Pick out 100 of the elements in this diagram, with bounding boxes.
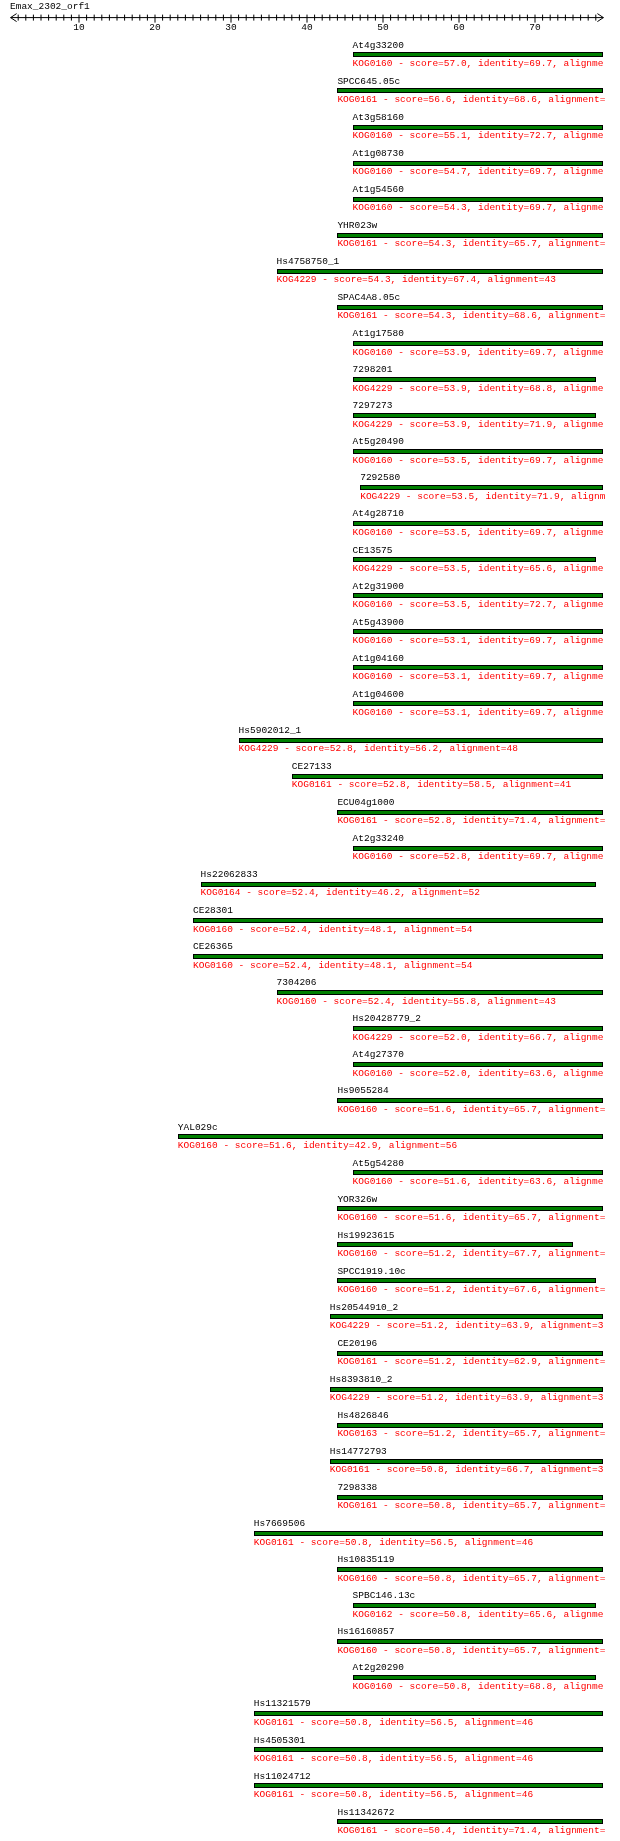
hit-description: KOG0160 - score=52.0, identity=63.6, alignme [352,1067,604,1079]
hit-name: At4g33200 [352,39,404,51]
hit-name: Hs20428779_2 [352,1013,421,1025]
hit-description: KOG0161 - score=50.8, identity=56.5, alignment=46 [253,1752,534,1764]
hit-description: KOG0161 - score=54.3, identity=65.7, alignment= [337,238,606,250]
hit-name: At2g33240 [352,833,404,844]
hit-description: KOG0160 - score=51.6, identity=63.6, alignme [352,1175,604,1187]
hit-name: Hs4826846 [337,1409,389,1421]
hit-name: Hs14772793 [329,1446,387,1458]
tick-label: 70 [529,22,541,33]
hit-description: KOG0160 - score=53.1, identity=69.7, alignme [352,707,604,719]
hit-description: KOG0160 - score=51.2, identity=67.7, alignment= [337,1248,606,1260]
tick-label: 50 [377,22,389,33]
hit-name: 7292580 [360,472,401,484]
hit-name: Hs7669506 [253,1518,306,1530]
hit-name: At1g54560 [352,183,404,195]
hit-description: KOG0161 - score=50.8, identity=56.5, alignment=46 [253,1716,534,1728]
hit-description: KOG0160 - score=52.4, identity=55.8, alignment=43 [276,995,556,1007]
hit-description: KOG4229 - score=52.8, identity=56.2, alignment=48 [238,743,518,755]
hit-name: YAL029c [177,1121,218,1133]
hit-description: KOG0160 - score=54.7, identity=69.7, alignme [352,166,604,178]
hit-description: KOG4229 - score=52.0, identity=66.7, alignme [352,1031,604,1043]
hit-description: KOG0164 - score=52.4, identity=46.2, alignment=52 [200,887,480,899]
hit-description: KOG4229 - score=53.5, identity=71.9, alignm [360,490,606,502]
tick-label: 30 [225,22,237,33]
hit-description: KOG4229 - score=54.3, identity=67.4, alignment=43 [276,274,556,286]
hit-description: KOG0160 - score=53.5, identity=69.7, alignme [352,526,604,538]
hit-name: 7298338 [337,1482,378,1494]
hit-name: CE26365 [193,941,233,953]
hit-name: At5g20490 [352,436,404,448]
hit-description: KOG0161 - score=50.4, identity=71.4, alignment= [337,1825,606,1836]
hit-description: KOG0160 - score=52.4, identity=48.1, alignment=54 [193,923,473,935]
hit-description: KOG4229 - score=51.2, identity=63.9, alignment=3 [329,1392,604,1404]
hit-name: Hs10835119 [337,1554,395,1566]
hit-description: KOG0160 - score=53.1, identity=69.7, alignme [352,671,604,683]
hit-description: KOG0160 - score=57.0, identity=69.7, alignme [352,58,604,70]
hit-description: KOG0161 - score=50.8, identity=66.7, alignment=3 [329,1464,604,1476]
hit-description: KOG4229 - score=53.5, identity=65.6, alignme [352,562,604,574]
hit-description: KOG0161 - score=56.6, identity=68.6, alignment= [337,94,606,106]
tick-label: 60 [453,22,465,33]
hit-name: ECU04g1000 [337,796,395,808]
hit-name: 7298201 [352,364,393,376]
hit-name: 7297273 [352,400,393,412]
tick-label: 20 [149,22,161,33]
hit-description: KOG0160 - score=54.3, identity=69.7, alignme [352,202,604,214]
hit-name: Hs4505301 [253,1734,306,1746]
hit-name: CE20196 [337,1337,378,1349]
hit-description: KOG0160 - score=53.5, identity=72.7, alignme [352,598,604,610]
hit-name: Hs16160857 [337,1626,395,1638]
hit-description: KOG0160 - score=55.1, identity=72.7, alignme [352,130,604,142]
hit-description: KOG0160 - score=52.8, identity=69.7, alignme [352,851,604,863]
hit-description: KOG4229 - score=53.9, identity=68.8, alignme [352,382,604,394]
hit-name: Hs11342672 [337,1806,395,1818]
hit-description: KOG0160 - score=53.9, identity=69.7, alignme [352,346,604,358]
hit-name: At4g28710 [352,508,404,520]
hit-name: At2g20290 [352,1662,404,1674]
hit-description: KOG0161 - score=50.8, identity=56.5, alignment=46 [253,1536,534,1548]
hit-description: KOG0161 - score=54.3, identity=68.6, alignment= [337,310,606,322]
hit-description: KOG0161 - score=50.8, identity=56.5, alignment=46 [253,1788,534,1800]
hit-name: SPBC146.13c [352,1590,416,1602]
hit-description: KOG0161 - score=50.8, identity=65.7, alignment= [337,1500,606,1512]
hit-name: YHR023w [337,220,378,231]
hit-name: Hs22062833 [200,869,258,881]
hit-name: CE13575 [352,544,393,556]
hit-description: KOG0160 - score=51.6, identity=65.7, alignment= [337,1103,606,1115]
hit-description: KOG0160 - score=50.8, identity=65.7, alignment= [337,1644,606,1656]
hit-description: KOG4229 - score=51.2, identity=63.9, alignment=3 [329,1320,604,1332]
hit-description: KOG0162 - score=50.8, identity=65.6, alignme [352,1608,604,1620]
hit-name: At1g04600 [352,688,404,700]
hit-name: SPAC4A8.05c [337,292,401,304]
hit-name: Hs11321579 [253,1698,311,1710]
hit-name: SPCC645.05c [337,75,401,87]
hit-name: Hs8393810_2 [329,1373,393,1385]
hit-name: At5g43900 [352,616,404,628]
hit-name: SPCC1919.10c [337,1265,406,1277]
hit-name: At2g31900 [352,580,404,592]
hit-description: KOG0160 - score=50.8, identity=65.7, alignment= [337,1572,606,1584]
hit-description: KOG0161 - score=52.8, identity=58.5, alignment=41 [291,779,572,791]
hit-name: Hs5902012_1 [238,724,302,736]
hit-description: KOG0163 - score=51.2, identity=65.7, alignment= [337,1428,606,1440]
hit-description: KOG0160 - score=53.5, identity=69.7, alignme [352,454,604,466]
hit-description: KOG0160 - score=51.6, identity=42.9, alignment=56 [177,1139,458,1151]
hit-name: At4g27370 [352,1049,404,1061]
hit-description: KOG0161 - score=52.8, identity=71.4, alignment= [337,815,606,827]
hit-description: KOG0160 - score=52.4, identity=48.1, alignment=54 [193,959,473,971]
hit-description: KOG4229 - score=53.9, identity=71.9, alignme [352,418,604,430]
hit-description: KOG0160 - score=53.1, identity=69.7, alignme [352,635,604,647]
hit-name: At1g17580 [352,328,404,340]
hit-name: CE28301 [193,905,233,917]
hit-description: KOG0161 - score=51.2, identity=62.9, alignment= [337,1356,606,1368]
query-title: Emax_2302_orf1 [10,1,90,12]
hit-name: Hs4758750_1 [276,256,340,268]
hit-name: At1g04160 [352,652,404,664]
hit-description: KOG0160 - score=51.2, identity=67.6, alignment= [337,1284,606,1296]
hit-name: Hs20544910_2 [329,1301,399,1313]
hit-name: CE27133 [291,760,332,772]
hit-description: KOG0160 - score=50.8, identity=68.8, alignme [352,1680,604,1692]
tick-label: 10 [73,22,85,33]
hit-name: 7304206 [276,977,317,989]
hit-name: At3g58160 [352,111,404,123]
